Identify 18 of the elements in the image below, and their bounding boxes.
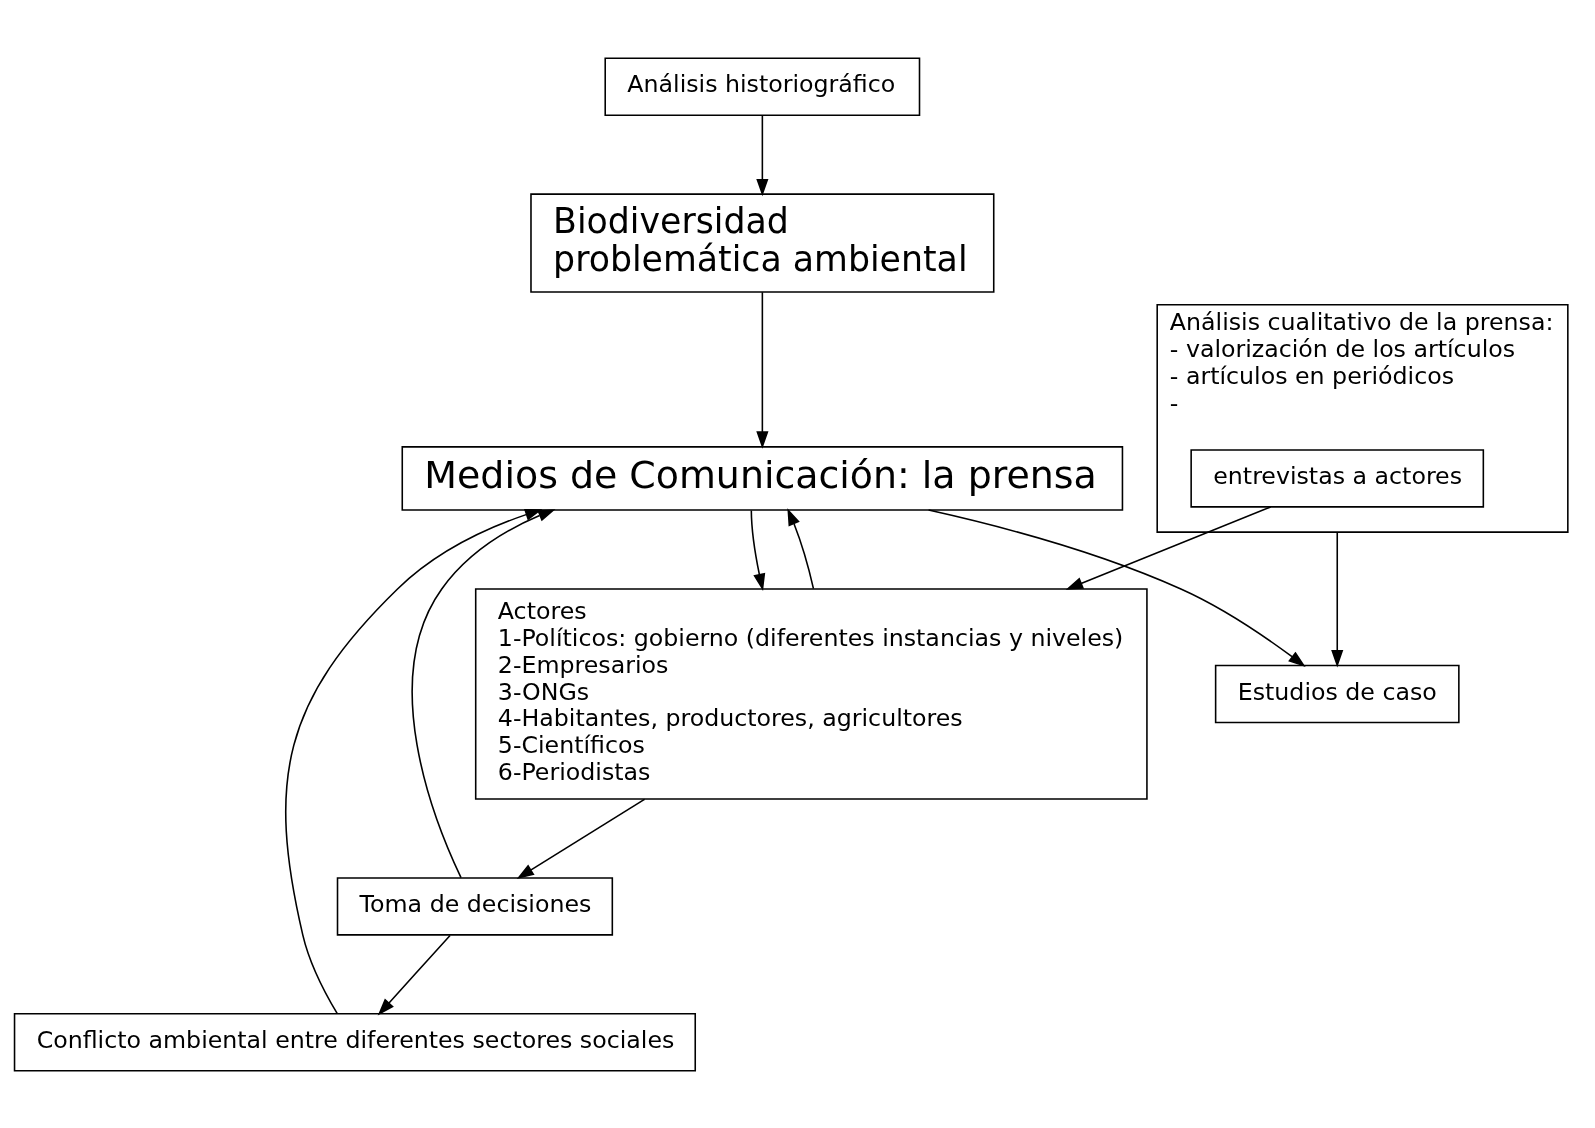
arrow	[787, 507, 815, 589]
arrow	[285, 508, 543, 1014]
node-box: Conflicto ambiental entre diferentes sectores sociales	[13, 1012, 697, 1071]
node-box: Medios de Comunicación: la prensa	[401, 445, 1124, 511]
arrow	[516, 798, 646, 879]
node-box: Actores 1-Políticos: gobierno (diferentes instancias y niveles) 2-Empresarios 3-ONGs 4-Habitantes, productores, agricultores 5-Científicos 6-Periodistas	[474, 587, 1148, 800]
arrow	[411, 508, 556, 878]
node-box: Toma de decisiones	[336, 876, 614, 936]
arrow	[927, 508, 1306, 667]
arrow	[756, 114, 769, 196]
arrow	[1331, 530, 1344, 667]
node-box: Análisis historiográfico	[604, 57, 921, 116]
arrow	[377, 934, 451, 1015]
arrow	[750, 509, 766, 591]
node-box: Estudios de caso	[1214, 664, 1460, 723]
node-box: entrevistas a actores	[1190, 448, 1485, 508]
arrow	[756, 290, 769, 449]
node-box: Biodiversidad problemática ambiental	[530, 192, 995, 293]
